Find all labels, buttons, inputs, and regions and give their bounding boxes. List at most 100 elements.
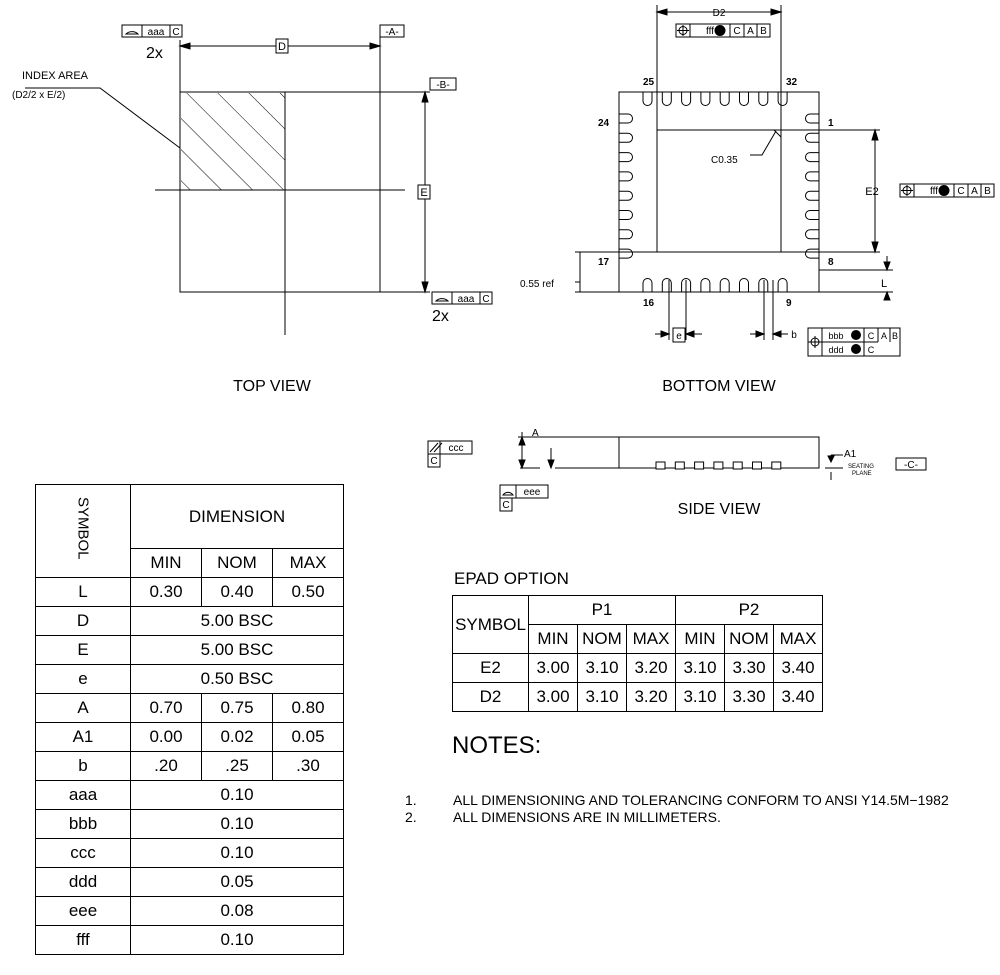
epad-symbol-header: SYMBOL xyxy=(452,595,529,654)
epad-cell-symbol: E2 xyxy=(452,653,529,683)
pad-bottom xyxy=(681,278,692,292)
pad-top xyxy=(642,92,653,106)
row-symbol: bbb xyxy=(35,809,131,839)
pad-right xyxy=(805,190,819,201)
symbol-header-cell: SYMBOL xyxy=(35,484,131,578)
row-min: 0.70 xyxy=(130,693,202,723)
fcf-side-c: C xyxy=(957,186,964,197)
row-symbol: L xyxy=(35,577,131,607)
tol-c-top: C xyxy=(172,27,179,38)
two-x-top: 2x xyxy=(146,45,163,62)
pad-top xyxy=(777,92,788,106)
index-area-hatch xyxy=(181,93,285,190)
note-text: ALL DIMENSIONS ARE IN MILLIMETERS. xyxy=(453,809,721,825)
pad-left xyxy=(619,229,633,240)
side-pad xyxy=(694,461,705,470)
index-area-formula: (D2/2 x E/2) xyxy=(12,90,65,101)
chamfer-label: C0.35 xyxy=(711,155,738,166)
pin-24-label: 24 xyxy=(598,118,610,129)
pad-left xyxy=(619,152,633,163)
row-symbol: A1 xyxy=(35,722,131,752)
pin-9-label: 9 xyxy=(786,298,792,309)
top-view-title: TOP VIEW xyxy=(233,378,312,395)
fcf-ddd: ddd xyxy=(828,345,843,355)
pad-left xyxy=(619,248,633,259)
epad-cell-p2-nom: 3.30 xyxy=(724,682,774,712)
epad-cell-symbol: D2 xyxy=(452,682,529,712)
pad-bottom xyxy=(700,278,711,292)
pin-17-label: 17 xyxy=(598,257,610,268)
row-symbol: E xyxy=(35,635,131,665)
top-view xyxy=(25,24,493,335)
notes-list: 1.ALL DIMENSIONING AND TOLERANCING CONFO… xyxy=(405,792,949,826)
pad-bottom xyxy=(758,278,769,292)
bottom-view-body xyxy=(618,91,820,293)
pad-left xyxy=(619,132,633,143)
fcf-top-a: A xyxy=(747,26,754,37)
dim-d-label: D xyxy=(278,41,286,53)
pad-top xyxy=(739,92,749,106)
tol-aaa-top: aaa xyxy=(148,27,165,38)
dimension-header: DIMENSION xyxy=(130,484,344,549)
row-symbol: eee xyxy=(35,896,131,926)
two-x-bottom: 2x xyxy=(432,308,449,325)
pad-top xyxy=(681,92,692,106)
fcf-ddd-c: C xyxy=(868,345,875,355)
fcf-side-a: A xyxy=(971,186,978,197)
tol-ccc-c: C xyxy=(430,456,437,467)
epad-p2-header: P2 xyxy=(675,595,823,625)
epad-cell-p2-nom: 3.30 xyxy=(724,653,774,683)
row-nom: .25 xyxy=(201,751,273,781)
pad-bottom xyxy=(777,278,788,292)
pad-right xyxy=(805,229,819,240)
pad-left xyxy=(619,171,633,182)
side-pad xyxy=(655,461,666,470)
epad-cell-p1-nom: 3.10 xyxy=(577,682,627,712)
datum-a-label: -A- xyxy=(385,27,398,38)
terminal-pads xyxy=(619,92,819,292)
pad-right xyxy=(805,113,819,124)
seating-label-2: PLANE xyxy=(852,471,872,477)
fcf-top-c: C xyxy=(733,26,740,37)
tol-ccc-label: ccc xyxy=(449,443,464,454)
row-min: 0.30 xyxy=(130,577,202,607)
note-number: 2. xyxy=(405,809,417,825)
epad-p1-min: MIN xyxy=(528,624,578,654)
tol-eee-label: eee xyxy=(524,487,541,498)
table-row: b.20.25.30 xyxy=(35,751,344,781)
epad-p1-header: P1 xyxy=(528,595,676,625)
side-pad xyxy=(752,461,762,470)
row-nom: 0.40 xyxy=(201,577,273,607)
pad-left xyxy=(619,190,633,201)
row-value: 5.00 BSC xyxy=(130,606,344,636)
note-item: 1.ALL DIMENSIONING AND TOLERANCING CONFO… xyxy=(405,792,949,809)
top-view-body xyxy=(179,91,381,293)
pad-right xyxy=(805,132,819,143)
note-item: 2. ALL DIMENSIONS ARE IN MILLIMETERS. xyxy=(405,809,949,826)
datum-c-label: -C- xyxy=(904,460,918,471)
row-symbol: fff xyxy=(35,925,131,955)
epad-cell-p1-min: 3.00 xyxy=(528,653,578,683)
side-view xyxy=(427,432,927,512)
pad-top xyxy=(719,92,730,106)
dim-e-label: E xyxy=(420,187,427,199)
fcf-side-fff: fff xyxy=(930,186,938,197)
fcf-bbb-b: B xyxy=(892,331,898,341)
fcf-bbb: bbb xyxy=(828,331,843,341)
epad-cell-p1-min: 3.00 xyxy=(528,682,578,712)
pin-25-label: 25 xyxy=(643,77,655,88)
index-area-label: INDEX AREA xyxy=(22,70,89,82)
side-pad xyxy=(713,461,724,470)
dim-a1-label: A1 xyxy=(844,449,857,460)
